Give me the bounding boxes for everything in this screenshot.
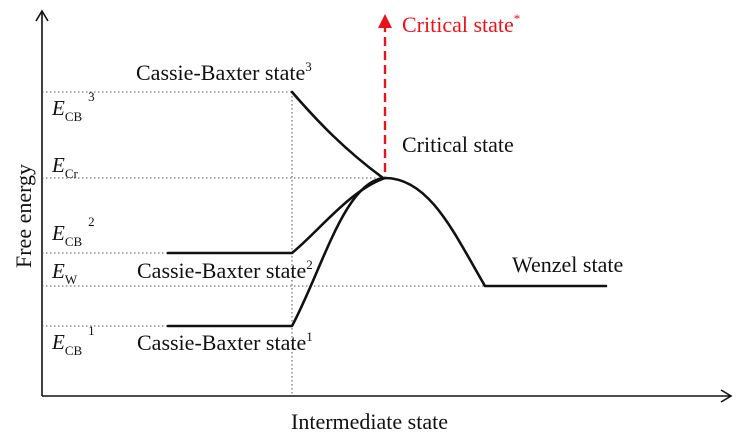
y-axis-label: Free energy — [11, 164, 36, 268]
label-cassie-baxter-3: Cassie-Baxter state3 — [136, 59, 312, 85]
label-ecr: ECr — [51, 153, 78, 181]
label-ew: EW — [51, 259, 78, 287]
label-critical-state-star: Critical state* — [402, 11, 520, 37]
label-critical-state: Critical state — [402, 132, 514, 157]
label-cassie-baxter-1: Cassie-Baxter state1 — [137, 329, 313, 355]
curve-cb2-to-critical — [166, 176, 387, 255]
curve-cb1-to-critical — [166, 176, 608, 328]
label-ecb1: ECB1 — [51, 323, 95, 358]
guide-lines — [42, 91, 485, 396]
label-ecb2: ECB2 — [51, 214, 95, 249]
label-wenzel-state: Wenzel state — [512, 252, 623, 277]
x-axis-label: Intermediate state — [291, 409, 448, 434]
label-ecb3: ECB3 — [51, 89, 95, 124]
label-cassie-baxter-2: Cassie-Baxter state2 — [137, 257, 313, 283]
curve-cb3-to-critical — [290, 90, 385, 180]
